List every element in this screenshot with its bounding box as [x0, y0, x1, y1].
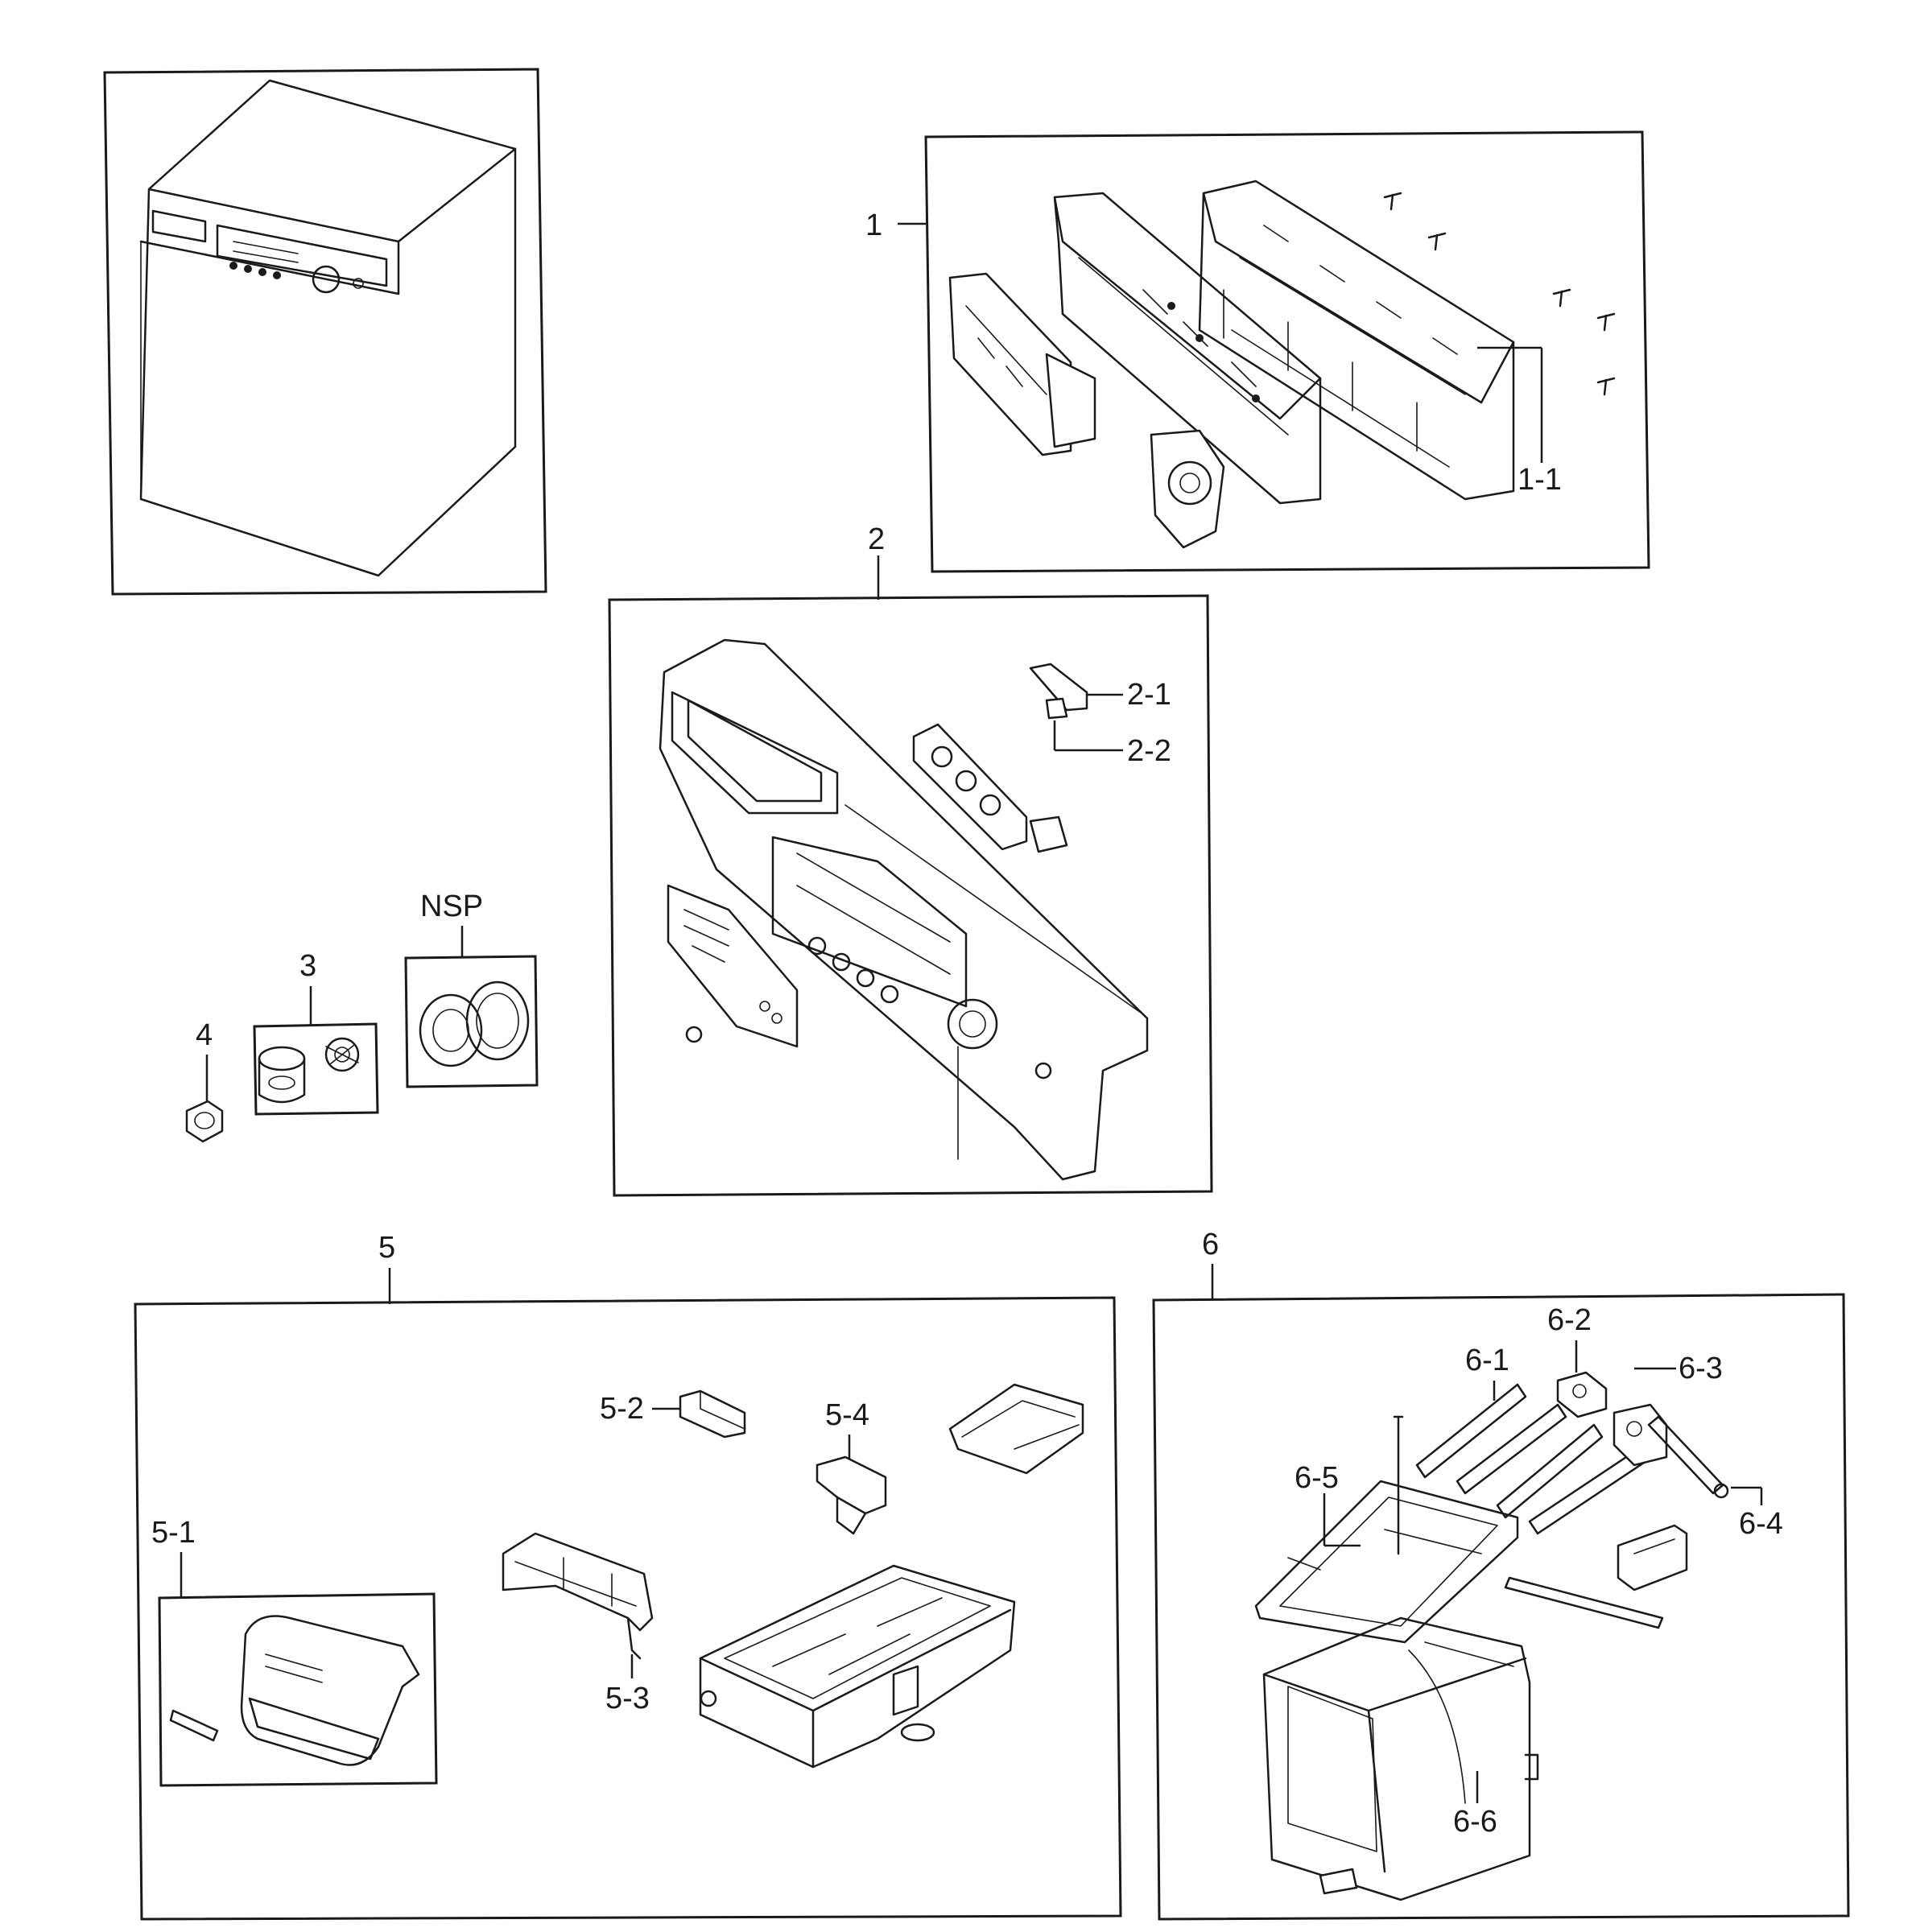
- assembly-5-panel: 5 5-1 5-2 5-4: [134, 1231, 1122, 1921]
- water-valves: [1556, 1371, 1668, 1467]
- drawer-cover-53: [502, 1532, 654, 1660]
- knob-parts: [258, 1037, 360, 1104]
- label-6-1: 6-1: [1465, 1344, 1509, 1377]
- inlet-hoses: [1415, 1383, 1660, 1535]
- label-2-2: 2-2: [1127, 734, 1171, 768]
- drawer-housing-66: [1262, 1616, 1539, 1901]
- valve-bracket: [1617, 1524, 1688, 1591]
- assembly-1-panel: 1: [865, 130, 1650, 573]
- washer-cabinet-illustration: [139, 79, 517, 577]
- softener-cup: [948, 1383, 1084, 1475]
- label-5-3: 5-3: [605, 1682, 650, 1715]
- washer-overview-panel: [103, 68, 547, 596]
- housing-cover-65: [1254, 1480, 1519, 1644]
- label-2: 2: [868, 522, 885, 556]
- control-pcb-housing: [1198, 180, 1515, 501]
- label-6-6: 6-6: [1453, 1805, 1497, 1839]
- label-6-3: 6-3: [1679, 1352, 1723, 1385]
- label-nsp: NSP: [420, 890, 483, 923]
- drawer-insert-52: [679, 1389, 746, 1439]
- siphon-cap-54: [816, 1455, 887, 1535]
- hose-64: [1647, 1415, 1729, 1499]
- assembly-2-panel: 2: [608, 522, 1213, 1197]
- display-window: [667, 884, 799, 1048]
- label-5: 5: [378, 1231, 395, 1265]
- part-4-cap: [185, 1100, 224, 1143]
- label-1-1: 1-1: [1518, 463, 1562, 497]
- detergent-drawer-housing: [699, 1564, 1016, 1769]
- drawer-handle-panel: [169, 1615, 420, 1766]
- label-3: 3: [299, 949, 316, 983]
- encoder-bracket: [1150, 429, 1225, 549]
- label-5-2: 5-2: [600, 1392, 644, 1426]
- label-6-2: 6-2: [1547, 1303, 1592, 1337]
- label-5-4: 5-4: [825, 1398, 869, 1432]
- main-pcb: [1053, 192, 1322, 505]
- tube-rod: [1504, 1576, 1664, 1629]
- label-6: 6: [1202, 1228, 1219, 1261]
- assembly-6-panel: 6 6-1 6-2 6-3 6-4: [1152, 1228, 1850, 1921]
- button-holder: [912, 723, 1068, 853]
- small-parts-group: NSP 3 4: [185, 890, 539, 1143]
- control-panel-fascia: [659, 638, 1149, 1181]
- label-4: 4: [196, 1018, 213, 1052]
- label-1: 1: [865, 208, 882, 242]
- led-lever: [1029, 663, 1088, 720]
- nsp-ring-parts: [419, 980, 530, 1067]
- label-2-1: 2-1: [1127, 678, 1171, 712]
- screws: [1383, 192, 1616, 396]
- label-6-4: 6-4: [1739, 1507, 1783, 1541]
- label-5-1: 5-1: [151, 1516, 196, 1550]
- sub-pcb-left: [948, 272, 1096, 456]
- label-6-5: 6-5: [1295, 1461, 1339, 1495]
